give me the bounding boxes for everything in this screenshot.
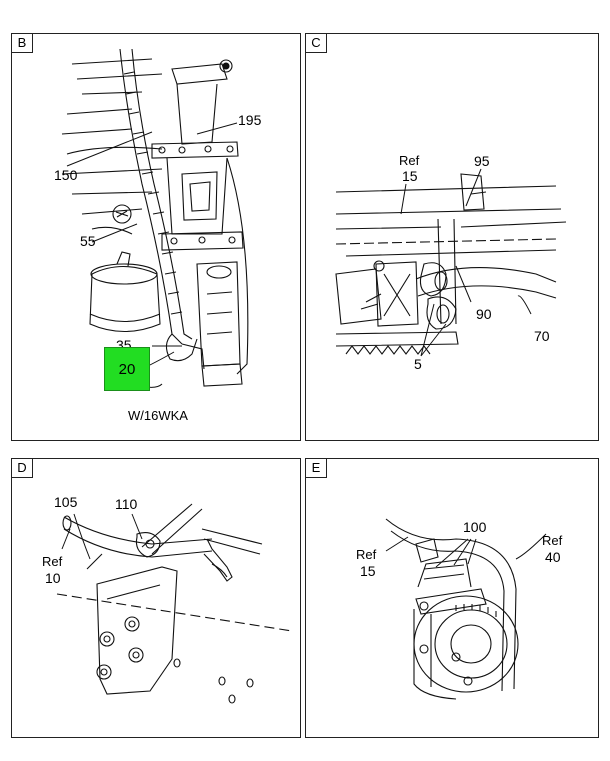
- callout-90: 90: [476, 306, 492, 322]
- callout-105: 105: [54, 494, 78, 510]
- panel-letter: C: [306, 34, 327, 53]
- callout-70: 70: [534, 328, 550, 344]
- callout-ref-15-ref: Ref: [356, 547, 377, 562]
- highlighted-part-label: 20: [118, 361, 136, 378]
- callout-5: 5: [414, 356, 422, 372]
- callout-ref-15-number: 15: [402, 168, 418, 184]
- panel-b: B: [11, 33, 301, 441]
- callout-ref-40-number: 40: [545, 549, 561, 565]
- panel-c: C: [305, 33, 599, 441]
- panel-letter: D: [12, 459, 33, 478]
- callout-ref-40-ref: Ref: [542, 533, 563, 548]
- callout-55: 55: [80, 233, 96, 249]
- panel-letter: B: [12, 34, 33, 53]
- callout-150: 150: [54, 167, 78, 183]
- panel-letter: E: [306, 459, 327, 478]
- callout-ref-15-number: 15: [360, 563, 376, 579]
- callout-ref-10-ref: Ref: [42, 554, 63, 569]
- callout-95: 95: [474, 153, 490, 169]
- panel-d: D: [11, 458, 301, 738]
- panel-b-caption: W/16WKA: [128, 408, 188, 423]
- panel-e: E 100 Ref 15 Ref: [305, 458, 599, 738]
- highlighted-part-20: 20: [104, 347, 150, 391]
- panel-e-illustration: [385, 518, 547, 700]
- callout-ref-15-ref: Ref: [399, 153, 420, 168]
- callout-ref-10-number: 10: [45, 570, 61, 586]
- panel-c-illustration: [335, 168, 567, 357]
- callout-110: 110: [115, 496, 138, 512]
- callout-100: 100: [463, 519, 487, 535]
- panel-d-illustration: [56, 503, 293, 704]
- callout-195: 195: [238, 112, 262, 128]
- panel-b-illustration: [61, 48, 249, 388]
